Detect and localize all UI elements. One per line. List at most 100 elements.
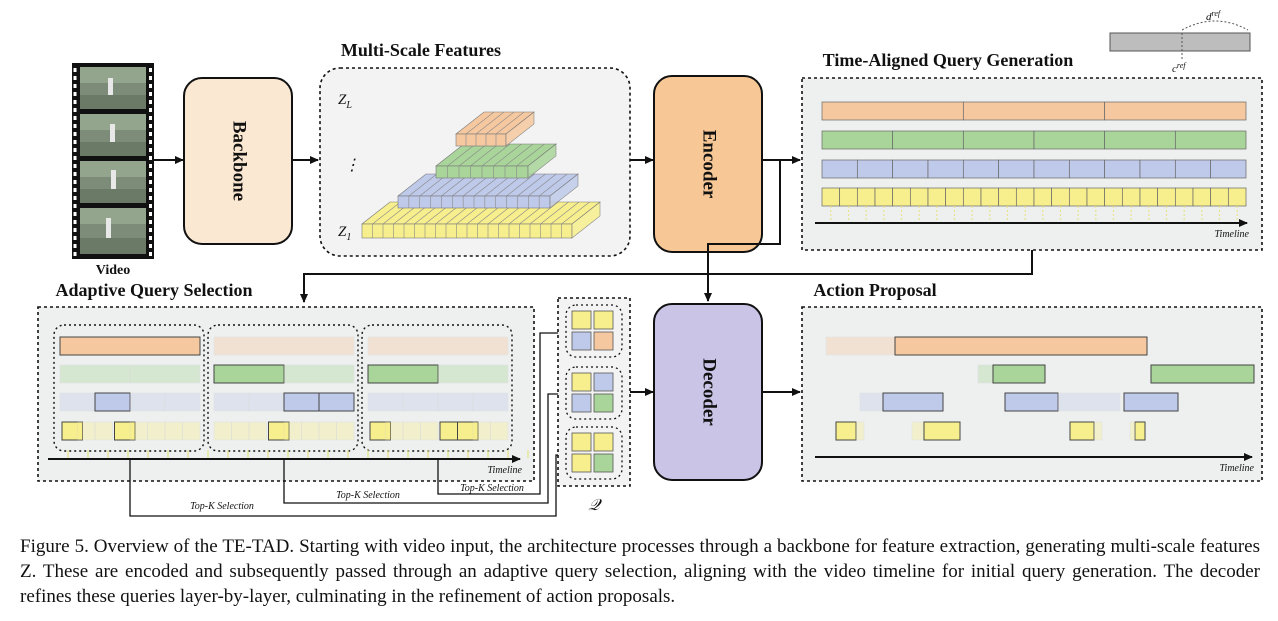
query-cell [164, 421, 183, 441]
proposal-bar-faded [825, 336, 897, 356]
action-proposal-title: Action Proposal [813, 280, 936, 300]
encoder-label: Encoder [699, 130, 720, 199]
query-cell [1157, 187, 1176, 207]
topk-label-3: Top-K Selection [460, 483, 524, 494]
video-label: Video [96, 263, 130, 278]
proposal-bar-faded [911, 421, 925, 441]
query-cell [593, 393, 614, 413]
query-cell [998, 159, 1035, 179]
query-cell [1139, 187, 1159, 207]
film-sprocket [149, 212, 152, 216]
proposal-bar [1123, 392, 1179, 412]
query-cell [248, 421, 267, 441]
selection-group [53, 324, 205, 452]
selected-query [59, 336, 201, 356]
query-cell [1174, 159, 1212, 179]
adaptive-panel: Timeline [37, 306, 535, 482]
timeline-label-2: Timeline [488, 465, 523, 476]
architecture-diagram: Video Backbone Multi-Scale Features ZL ⋮… [37, 9, 1263, 517]
film-sprocket [73, 100, 77, 104]
video-frame-1 [80, 67, 146, 109]
selected-query [213, 364, 285, 384]
query-cell [129, 364, 201, 384]
film-sprocket [73, 132, 77, 136]
query-cell [402, 392, 439, 412]
query-cell [1210, 159, 1247, 179]
query-cell [892, 187, 911, 207]
query-cell [1174, 187, 1194, 207]
query-cell [1121, 187, 1141, 207]
film-sprocket [73, 204, 77, 208]
query-cell [1068, 187, 1088, 207]
film-sprocket [149, 172, 152, 176]
film-sprocket [73, 180, 77, 184]
query-cell [213, 336, 355, 356]
film-sprocket [149, 92, 152, 96]
query-cell [147, 421, 166, 441]
proposal-bar [835, 421, 857, 441]
query-cell [1104, 101, 1247, 121]
query-cell [437, 364, 509, 384]
query-cell [945, 187, 964, 207]
query-cell [962, 130, 1035, 150]
selected-query [61, 421, 83, 441]
film-sprocket [73, 164, 77, 168]
video-frame-2 [80, 114, 146, 156]
film-sprocket [73, 148, 77, 152]
film-sprocket [73, 220, 77, 224]
adaptive-title: Adaptive Query Selection [56, 280, 253, 300]
selection-group [361, 324, 513, 452]
backbone-block: Backbone [183, 77, 293, 245]
query-cell [571, 372, 592, 392]
z1-label: Z1 [338, 224, 351, 243]
film-sprocket [149, 68, 152, 72]
query-cell [1104, 130, 1176, 150]
query-cell [472, 392, 509, 412]
query-cell [301, 421, 320, 441]
proposal-bar-faded [1057, 392, 1121, 412]
film-sprocket [149, 108, 152, 112]
film-sprocket [149, 76, 152, 80]
film-sprocket [149, 188, 152, 192]
feature-slab-zL [455, 111, 535, 147]
query-row [821, 187, 1247, 207]
proposal-bar [1150, 364, 1255, 384]
query-cell [213, 392, 250, 412]
query-cell [821, 159, 858, 179]
query-cell [129, 392, 166, 412]
film-sprocket [149, 236, 152, 240]
query-row [821, 130, 1247, 150]
query-cell [1227, 187, 1247, 207]
query-cell [962, 101, 1106, 121]
query-cell [593, 432, 614, 452]
query-cell [77, 421, 96, 441]
query-cell [892, 159, 929, 179]
film-sprocket [73, 92, 77, 96]
film-sprocket [149, 140, 152, 144]
encoder-block: Encoder [653, 75, 763, 253]
film-sprocket [73, 140, 77, 144]
query-cell [1086, 187, 1106, 207]
film-sprocket [73, 156, 77, 160]
film-sprocket [73, 212, 77, 216]
selected-query [367, 364, 439, 384]
film-sprocket [149, 228, 152, 232]
query-cell [892, 130, 964, 150]
proposal-bar [1069, 421, 1095, 441]
query-cell [59, 392, 96, 412]
query-cell [962, 159, 1000, 179]
feature-pyramid [361, 111, 601, 239]
query-cell [437, 392, 474, 412]
proposal-bar-faded [859, 392, 885, 412]
query-cell [1033, 159, 1070, 179]
query-cell [1210, 187, 1229, 207]
query-cell [1033, 130, 1106, 150]
film-sprocket [73, 108, 77, 112]
proposal-bar-faded [977, 364, 995, 384]
proposal-bar [882, 392, 944, 412]
query-cell [367, 392, 404, 412]
selected-query [114, 421, 136, 441]
multi-scale-title: Multi-Scale Features [341, 40, 501, 60]
query-cell [283, 364, 355, 384]
proposal-bar-faded [855, 421, 865, 441]
